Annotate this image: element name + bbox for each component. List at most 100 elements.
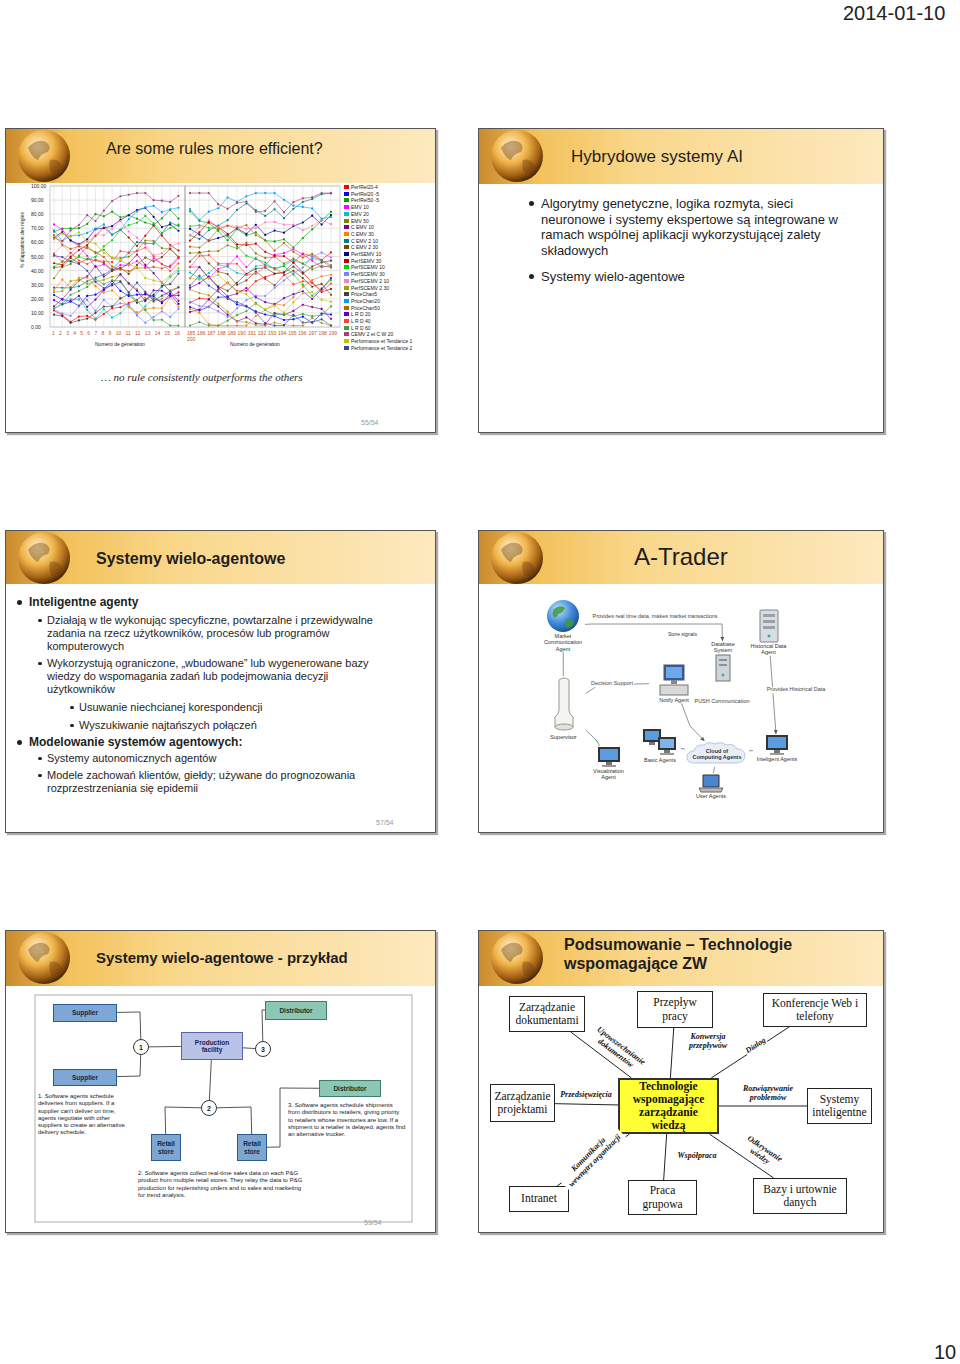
legend-swatch — [344, 292, 349, 296]
legend-row: PerfSCEMV 30 — [344, 271, 385, 277]
bullet-text: Modele zachowań klientów, giełdy; używan… — [47, 769, 382, 795]
bullet-dot — [17, 600, 22, 605]
agent-icon — [658, 663, 690, 697]
bullet-dot — [529, 201, 534, 206]
node-label: Retail store — [154, 1140, 178, 1154]
slide: Hybrydowe systemy AIAlgorytmy genetyczne… — [478, 128, 884, 433]
chart-label: 185 186 187 188 189 190 191 192 193 194 … — [187, 330, 337, 342]
bullet-text: Systemy autonomicznych agentów — [47, 752, 382, 765]
agent-node: Historical Data Agent — [746, 609, 791, 656]
bullet-text: Algorytmy genetyczne, logika rozmyta, si… — [541, 196, 841, 258]
legend-text: L R D 20 — [351, 311, 371, 317]
globe-icon — [14, 928, 76, 988]
chart-label: 20,00 — [31, 296, 44, 302]
agent-label: User Agents — [696, 793, 726, 799]
legend-row: PriceChan50 — [344, 305, 380, 311]
slide-title: Systemy wielo-agentowe — [96, 549, 396, 568]
box-node: Retail store — [151, 1134, 181, 1161]
node-label: Supplier — [72, 1009, 98, 1016]
legend-text: Performance et Tendance 1 — [351, 338, 412, 344]
legend-swatch — [344, 219, 349, 223]
chart-label: 1 2 3 4 5 6 7 8 9 10 11 12 13 14 15 16 — [52, 330, 180, 336]
agent-label: Notify Agent — [659, 697, 689, 703]
box-node: Distributor — [319, 1080, 381, 1097]
node-label: 2 — [207, 1105, 211, 1112]
node-label: Cloud of Computing Agents — [691, 748, 743, 761]
legend-swatch — [344, 212, 349, 216]
chart-label: 40,00 — [31, 268, 44, 274]
connector-label: Upowszechnianie dokumentów — [587, 1024, 649, 1077]
slide: Systemy wielo-agentoweInteligentne agent… — [5, 530, 436, 833]
legend-swatch — [344, 225, 349, 229]
legend-row: CEMV 2 et C W 20 — [344, 331, 393, 337]
slide-title: Are some rules more efficient? — [106, 139, 426, 158]
legend-text: PerfRel50 -5 — [351, 197, 379, 203]
bullet-text: Inteligentne agenty — [29, 595, 409, 609]
legend-swatch — [344, 185, 349, 189]
central-topic-box: Technologie wspomagające zarządzanie wie… — [618, 1078, 719, 1134]
node-label: Technologie wspomagające zarządzanie wie… — [624, 1080, 713, 1133]
chart-label: 10,00 — [31, 310, 44, 316]
agent-label: Historical Data Agent — [746, 643, 791, 656]
node-label: Zarządzanie projektami — [494, 1090, 550, 1116]
agent-icon — [595, 746, 623, 768]
chart-label: 90,00 — [31, 197, 44, 203]
chart-label: 70,00 — [31, 225, 44, 231]
globe-icon — [487, 528, 549, 588]
node-label: Production facility — [184, 1039, 240, 1053]
chart-label: Numéro de génération — [95, 341, 145, 347]
agent-icon — [546, 599, 580, 633]
legend-text: PerfRel20 -5 — [351, 191, 379, 197]
legend-swatch — [344, 245, 349, 249]
bullet-text: Działają w tle wykonując specyficzne, po… — [47, 614, 382, 654]
page-mark: 2014-01-10 — [843, 2, 945, 25]
legend-swatch — [344, 259, 349, 263]
chart-label: 50,00 — [31, 254, 44, 260]
connector-label: Konwersja przepływów — [676, 1033, 740, 1051]
slide: Podsumowanie – Technologie wspomagające … — [478, 930, 884, 1233]
agent-node: Supervisor — [541, 676, 586, 740]
legend-text: EMV 10 — [351, 204, 369, 210]
node-label: Supplier — [72, 1074, 98, 1081]
legend-text: PriceChan50 — [351, 305, 380, 311]
topic-box: Konferencje Web i telefony — [763, 993, 867, 1027]
callout-number: 3 — [255, 1041, 271, 1057]
node-label: Distributor — [333, 1085, 366, 1092]
figure-note: 3. Software agents schedule shipments fr… — [288, 1102, 406, 1138]
legend-swatch — [344, 332, 349, 336]
slide-title: Systemy wielo-agentowe - przykład — [96, 949, 426, 967]
figure-note: 2. Software agents collect real-time sal… — [138, 1170, 303, 1199]
legend-swatch — [344, 286, 349, 290]
legend-row: PerfSEMV 10 — [344, 251, 381, 257]
agent-node: Visualization Agent — [586, 746, 631, 781]
legend-swatch — [344, 339, 349, 343]
slide-title: Podsumowanie – Technologie wspomagające … — [564, 935, 804, 973]
bullet-dot — [529, 274, 534, 279]
bullet-dot — [70, 706, 74, 710]
chart-label: 60,00 — [31, 239, 44, 245]
agent-label: Supervisor — [550, 734, 576, 740]
node-label: Konferencje Web i telefony — [768, 997, 862, 1023]
rule-chart — [50, 186, 340, 327]
connector — [563, 652, 564, 676]
chart-label: Store signals — [668, 631, 697, 637]
legend-text: L R D 60 — [351, 325, 371, 331]
connector — [586, 730, 600, 746]
node-label: Zarządzanie dokumentami — [514, 1001, 580, 1027]
callout-number: 2 — [201, 1100, 217, 1116]
bullet-text: Modelowanie systemów agentowych: — [29, 735, 409, 749]
agent-label: Inteligent Agents — [757, 756, 798, 762]
cloud-node: Cloud of Computing Agents — [685, 741, 749, 767]
legend-text: EMV 20 — [351, 211, 369, 217]
legend-row: L R D 20 — [344, 311, 371, 317]
legend-text: PriceChan20 — [351, 298, 380, 304]
connector-label: Dialog — [743, 1036, 768, 1057]
connector — [149, 1046, 181, 1047]
legend-text: L R D 40 — [351, 318, 371, 324]
legend-swatch — [344, 205, 349, 209]
agent-node: Notify Agent — [649, 663, 699, 703]
caption: … no rule consistently outperforms the o… — [101, 371, 431, 384]
globe-icon — [487, 126, 549, 186]
connector — [165, 1107, 201, 1134]
connector-label: Provides Historical Data — [766, 687, 827, 693]
